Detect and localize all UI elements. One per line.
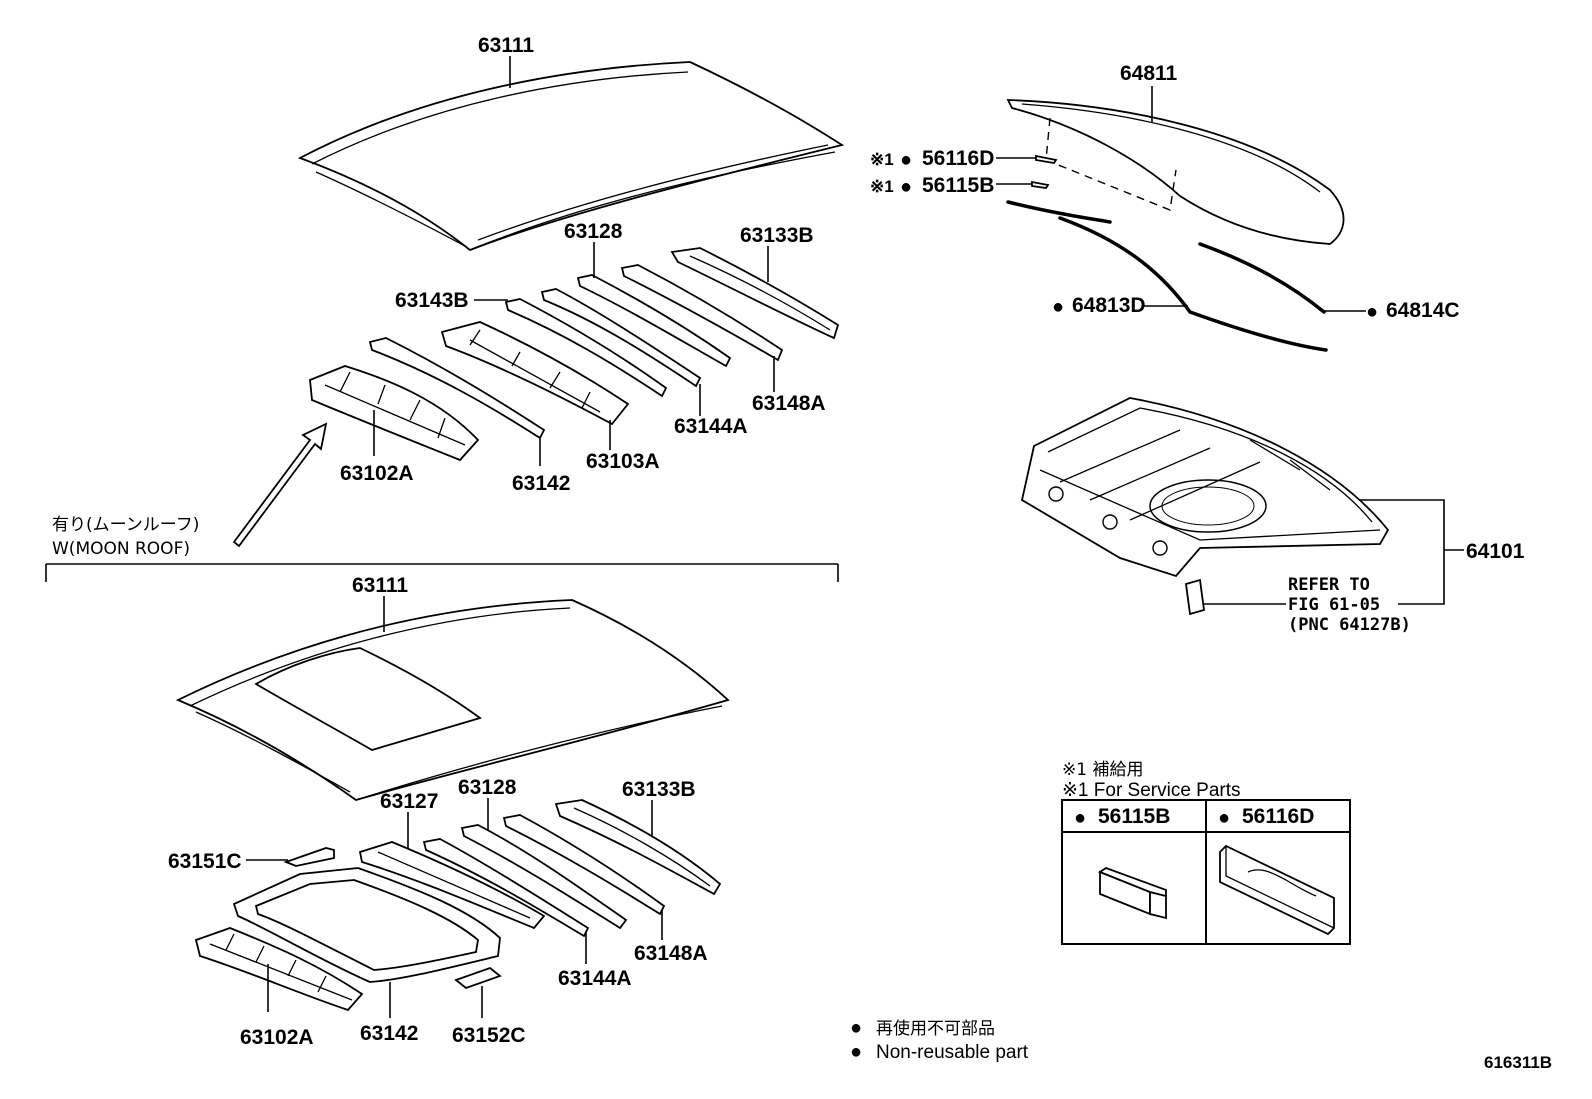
label-64813d: 64813D [1072, 294, 1146, 317]
label-63133b-top: 63133B [740, 224, 814, 247]
legend-bullet-1: ● [850, 1017, 862, 1039]
bullet-56115b: ● [900, 176, 912, 198]
label-63144a-mid: 63144A [558, 967, 632, 990]
moonroof-note-en: W(MOON ROOF) [52, 539, 190, 559]
label-63143b-top: 63143B [395, 289, 469, 312]
label-64814c: 64814C [1386, 299, 1460, 322]
table-col1: 56115B [1098, 805, 1170, 828]
label-63152c-mid: 63152C [452, 1024, 526, 1047]
service-mark-56115b: ※1 [870, 177, 894, 196]
label-63111-top: 63111 [478, 34, 534, 57]
table-bullet-1: ● [1074, 807, 1086, 829]
label-63127-mid: 63127 [380, 790, 438, 813]
legend-en: Non-reusable part [876, 1042, 1029, 1063]
label-63128-mid: 63128 [458, 776, 517, 799]
label-63148a-top: 63148A [752, 392, 826, 415]
roof-header-63102a-top[interactable] [309, 365, 480, 462]
label-63133b-mid: 63133B [622, 778, 696, 801]
refer-line3: (PNC 64127B) [1288, 615, 1411, 635]
roof-rail-63128-top[interactable] [576, 274, 732, 368]
roof-panel-63103a-top[interactable] [440, 321, 630, 426]
roof-bow-63143b-top[interactable] [504, 298, 668, 398]
package-tray-panel[interactable] [1020, 397, 1390, 616]
roof-bow-63142-top[interactable] [368, 337, 546, 440]
clip-56115b-image [1098, 866, 1167, 920]
roof-bow-63148a-top[interactable] [620, 264, 784, 362]
roof-panel-63127-mid[interactable] [358, 841, 546, 930]
dam-64814c[interactable] [1198, 242, 1326, 314]
roof-header-63102a-mid[interactable] [194, 927, 364, 1012]
moonroof-bracket [45, 563, 839, 582]
label-56116d: 56116D [922, 147, 994, 170]
service-mark-56116d: ※1 [870, 150, 894, 169]
label-63151c-mid: 63151C [168, 850, 242, 873]
label-56115b: 56115B [922, 174, 994, 197]
bracket-63152c-mid[interactable] [454, 966, 502, 990]
label-63128-top: 63128 [564, 220, 623, 243]
roof-bow-63133b-mid[interactable] [554, 799, 722, 896]
service-title-jp: ※1 補給用 [1062, 760, 1143, 780]
label-64101: 64101 [1466, 540, 1525, 563]
figure-id: 616311B [1484, 1053, 1552, 1072]
moonroof-note-jp: 有り(ムーンルーフ) [52, 515, 199, 535]
label-63144a-top: 63144A [674, 415, 748, 438]
dam-64813d[interactable] [1006, 200, 1328, 352]
label-63148a-mid: 63148A [634, 942, 708, 965]
bracket-63151c-mid[interactable] [283, 847, 335, 867]
roof-bow-63133b-top[interactable] [670, 247, 840, 340]
clip-56116d-image [1219, 844, 1335, 936]
label-63111-mid: 63111 [352, 574, 408, 597]
roof-panel-moonroof[interactable] [175, 599, 730, 801]
bullet-64814c: ● [1366, 301, 1378, 323]
roof-rail-63128-mid[interactable] [460, 824, 628, 930]
refer-line2: FIG 61-05 [1288, 595, 1380, 615]
direction-arrow [232, 422, 328, 548]
label-64811: 64811 [1120, 62, 1178, 85]
roof-bow-63144a-top[interactable] [540, 288, 702, 388]
back-window-glass[interactable] [1006, 99, 1345, 245]
sunroof-frame-63142-mid[interactable] [232, 867, 501, 983]
label-63142-mid: 63142 [360, 1022, 418, 1045]
roof-panel-top[interactable] [297, 61, 845, 252]
label-63102a-top: 63102A [340, 462, 414, 485]
label-63142-top: 63142 [512, 472, 570, 495]
bullet-64813d: ● [1052, 296, 1064, 318]
label-63103a-top: 63103A [586, 450, 660, 473]
bullet-56116d: ● [900, 149, 912, 171]
table-bullet-2: ● [1218, 807, 1230, 829]
service-title-en: ※1 For Service Parts [1062, 780, 1241, 801]
label-63102a-mid: 63102A [240, 1026, 314, 1049]
table-col2: 56116D [1242, 805, 1314, 828]
refer-line1: REFER TO [1288, 575, 1370, 595]
legend-jp: 再使用不可部品 [876, 1018, 995, 1039]
legend-bullet-2: ● [850, 1041, 862, 1063]
